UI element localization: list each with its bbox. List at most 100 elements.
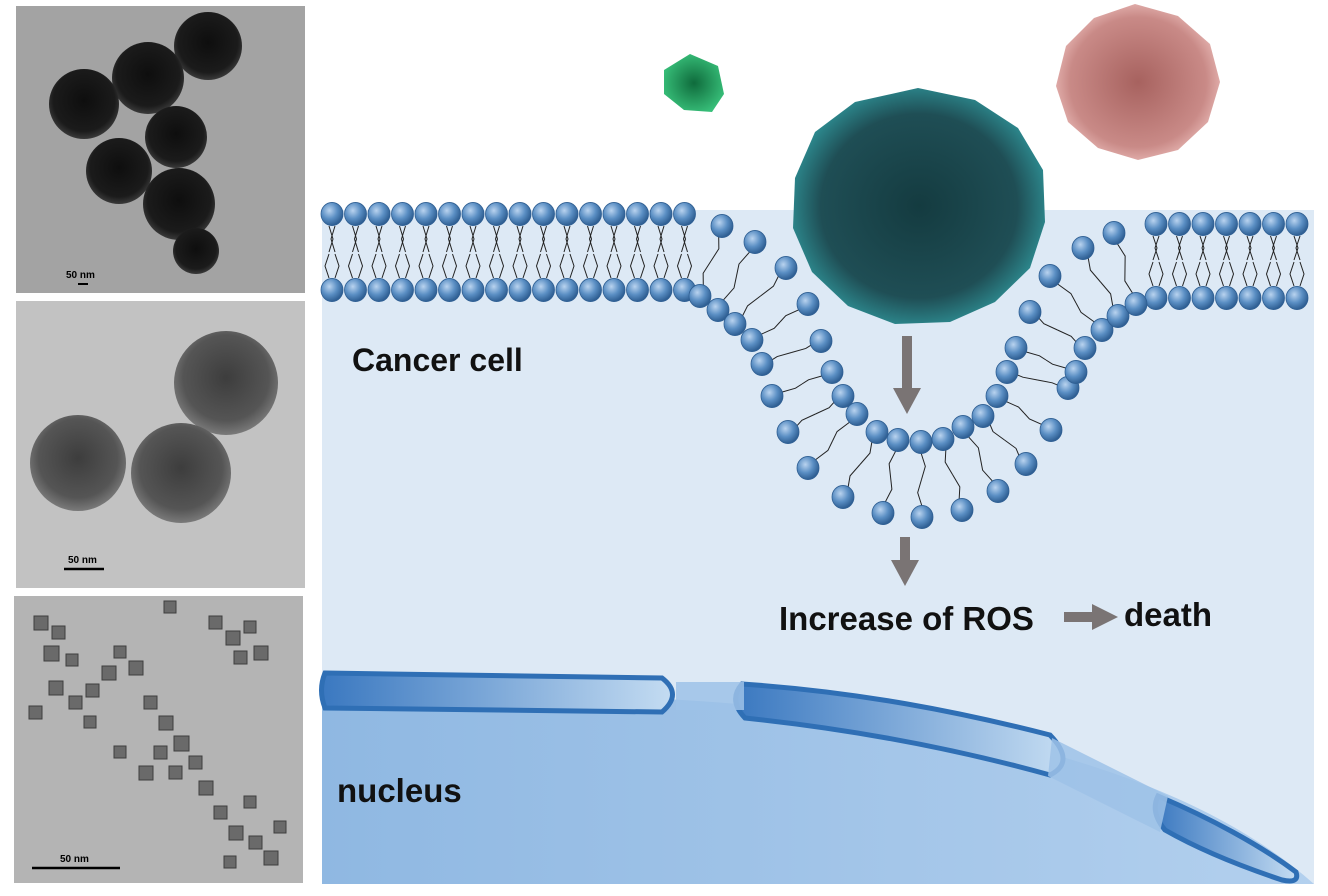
lipid-tail — [418, 253, 424, 279]
lipid-tail — [1276, 261, 1282, 287]
lipid-tail — [1224, 235, 1230, 261]
nuclear-envelope — [319, 670, 1300, 884]
lipid-head — [626, 278, 649, 302]
lipid-tail — [494, 225, 500, 253]
lipid-tail — [400, 225, 406, 253]
lipid-head — [579, 278, 602, 302]
lipid-tail — [1265, 261, 1271, 287]
lipid-tail — [328, 225, 334, 253]
lipid-tail — [1270, 235, 1276, 261]
lipid-tail — [516, 225, 522, 253]
lipid-tail — [424, 225, 430, 253]
lipid-tail — [1087, 258, 1101, 283]
lipid-tail — [465, 253, 471, 279]
lipid-tail — [1004, 400, 1025, 414]
lipid-tail — [447, 225, 453, 253]
lipid-tail — [634, 225, 640, 253]
lipid-tail — [1199, 235, 1205, 261]
lipid-head — [1191, 212, 1215, 236]
lipid-head — [985, 384, 1009, 408]
lipid-tail — [1248, 235, 1254, 261]
lipid-head — [555, 202, 579, 226]
lipid-tail — [518, 225, 524, 253]
nanoparticle-green — [664, 54, 724, 112]
lipid-head — [760, 384, 784, 408]
lipid-head — [1238, 212, 1262, 236]
lipid-head — [673, 202, 696, 226]
lipid-tail — [1299, 261, 1305, 287]
lipid-head — [1215, 212, 1238, 236]
lipid-tail — [499, 253, 505, 279]
death-label: death — [1124, 596, 1212, 633]
lipid-tail — [944, 449, 953, 475]
lipid-tail — [1293, 235, 1299, 261]
lipid-tail — [1246, 235, 1252, 261]
lipid-tail — [710, 236, 720, 262]
lipid-head — [1215, 286, 1238, 310]
lipid-tail — [1205, 261, 1211, 287]
lipid-head — [796, 456, 820, 480]
lipid-tail — [682, 225, 688, 253]
lipid-tail — [760, 321, 781, 336]
lipid-bilayer-tails — [324, 225, 1305, 506]
lipid-tail — [640, 253, 646, 279]
lipid-head — [391, 202, 414, 226]
lipid-tail — [780, 383, 803, 393]
lipid-head — [776, 420, 800, 444]
lipid-tail — [1158, 261, 1164, 287]
lipid-head — [1144, 286, 1168, 310]
lipid-head — [344, 202, 367, 226]
lipid-tail — [832, 421, 850, 442]
lipid-head — [886, 428, 910, 452]
lipid-tail — [815, 440, 833, 461]
lipid-head — [1168, 286, 1191, 310]
lipid-tail — [1075, 302, 1095, 323]
lipid-tail — [612, 225, 618, 253]
lipid-tail — [1242, 261, 1248, 287]
lipid-tail — [663, 253, 669, 279]
lipid-head — [461, 202, 485, 226]
lipid-tail — [815, 401, 836, 415]
lipid-head — [831, 485, 855, 509]
lipid-tail — [952, 474, 961, 500]
lipid-tail — [791, 344, 813, 353]
lipid-tail — [324, 253, 330, 279]
lipid-tail — [1037, 317, 1058, 331]
lipid-tail — [1182, 261, 1188, 287]
lipid-tail — [1148, 261, 1154, 287]
lipid-bilayer-heads — [320, 202, 1309, 529]
ros-label: Increase of ROS — [779, 600, 1034, 637]
lipid-tail — [988, 423, 1005, 441]
lipid-tail — [723, 275, 737, 301]
lipid-head — [809, 329, 833, 353]
lipid-tail — [657, 225, 663, 253]
lipid-head — [1090, 318, 1114, 342]
lipid-tail — [1229, 261, 1235, 287]
lipid-tail — [1218, 261, 1224, 287]
scale-label: 50 nm — [60, 854, 89, 865]
lipid-head — [367, 202, 391, 226]
lipid-tail — [847, 464, 861, 488]
lipid-head — [1144, 212, 1168, 236]
lipid-tail — [1176, 235, 1182, 261]
lipid-head — [723, 312, 747, 336]
lipid-tail — [371, 253, 377, 279]
arrow-right-death — [1064, 604, 1118, 630]
lipid-tail — [358, 253, 364, 279]
lipid-head — [796, 292, 820, 316]
lipid-head — [1191, 286, 1215, 310]
lipid-head — [555, 278, 579, 302]
lipid-tail — [452, 253, 458, 279]
lipid-tail — [702, 260, 712, 286]
cell-label: Cancer cell — [352, 342, 523, 378]
lipid-tail — [616, 253, 622, 279]
lipid-head — [414, 278, 438, 302]
lipid-head — [1238, 286, 1262, 310]
lipid-tail — [1152, 235, 1158, 261]
lipid-head — [414, 202, 438, 226]
lipid-tail — [1100, 281, 1114, 306]
lipid-tail — [399, 225, 405, 253]
lipid-head — [909, 430, 933, 454]
lipid-tail — [687, 253, 693, 279]
lipid-head — [1106, 304, 1130, 328]
